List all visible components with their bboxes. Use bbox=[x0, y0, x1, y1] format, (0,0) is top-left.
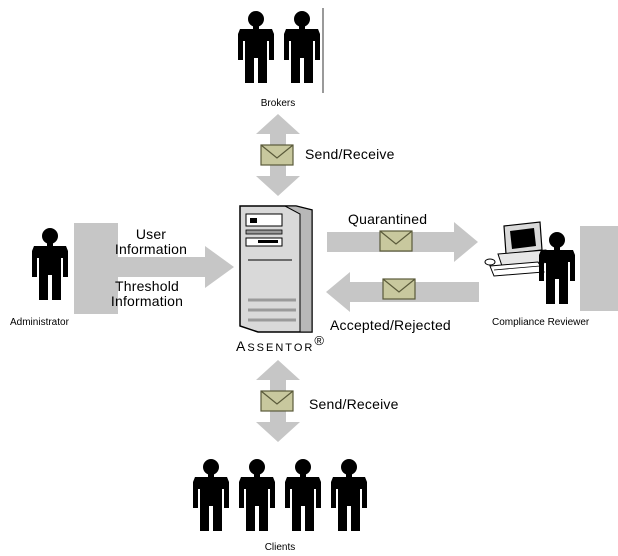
envelope-icon-quarantined bbox=[379, 230, 413, 252]
compliance-reviewer-label: Compliance Reviewer bbox=[492, 317, 590, 328]
assentor-brand-rest: SSENTOR bbox=[247, 342, 315, 354]
user-information-label-line2: Information bbox=[114, 241, 188, 257]
assentor-brand-initial: A bbox=[236, 338, 248, 354]
threshold-information-label-line2: Information bbox=[110, 293, 184, 309]
registered-mark: ® bbox=[314, 333, 324, 348]
administrator-panel bbox=[74, 223, 118, 314]
clients-label: Clients bbox=[264, 542, 296, 553]
send-receive-bottom-label: Send/Receive bbox=[309, 396, 399, 412]
client-icon-3 bbox=[285, 459, 321, 531]
envelope-icon-bottom bbox=[260, 390, 294, 412]
client-icon-1 bbox=[193, 459, 229, 531]
assentor-brand-label: ASSENTOR® bbox=[236, 333, 324, 354]
send-receive-top-label: Send/Receive bbox=[305, 146, 395, 162]
brokers-group bbox=[238, 8, 324, 93]
envelope-icon-top bbox=[260, 144, 294, 166]
administrator-icon bbox=[32, 228, 68, 300]
administrator-to-server-arrow bbox=[116, 246, 234, 288]
assentor-server-icon bbox=[239, 205, 313, 333]
compliance-reviewer-panel bbox=[580, 226, 618, 311]
computer-workstation-icon bbox=[484, 221, 553, 277]
quarantined-label: Quarantined bbox=[348, 211, 428, 227]
broker-icon-1 bbox=[238, 11, 274, 83]
client-icon-2 bbox=[239, 459, 275, 531]
broker-icon-2 bbox=[284, 11, 320, 83]
accepted-rejected-label: Accepted/Rejected bbox=[330, 317, 451, 333]
brokers-label: Brokers bbox=[260, 98, 296, 109]
envelope-icon-accepted bbox=[382, 278, 416, 300]
clients-group bbox=[193, 459, 367, 531]
compliance-reviewer-icon bbox=[539, 232, 575, 304]
threshold-information-label-line1: Threshold bbox=[114, 278, 180, 294]
client-icon-4 bbox=[331, 459, 367, 531]
administrator-label: Administrator bbox=[10, 317, 69, 328]
user-information-label-line1: User bbox=[135, 226, 167, 242]
